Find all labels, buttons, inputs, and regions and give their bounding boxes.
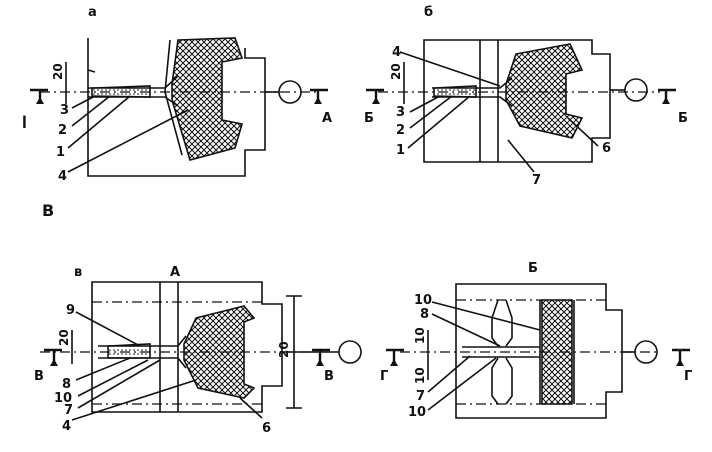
panel-a-section-label: А xyxy=(322,111,332,126)
panel-v-right-section: В xyxy=(324,369,334,384)
panel-b-dim: 20 xyxy=(389,63,403,80)
panel-b-callout-7: 7 xyxy=(532,173,541,188)
panel-b-section-label: Б xyxy=(678,111,688,126)
panel-g-callout-8: 8 xyxy=(420,307,429,322)
panel-g-left-section: Г xyxy=(380,369,388,384)
panel-b-callout-4: 4 xyxy=(392,45,401,60)
panel-v-callout-10: 10 xyxy=(54,391,72,406)
panel-v-dim-right: 20 xyxy=(277,341,291,358)
panel-b-callout-1: 1 xyxy=(396,143,405,158)
row-tag: В xyxy=(42,201,54,220)
panel-v-callout-9: 9 xyxy=(66,303,75,318)
panel-g-dim-bottom: 10 xyxy=(413,367,427,384)
panel-v-left-section: В xyxy=(34,369,44,384)
panel-g-dim-top: 10 xyxy=(413,327,427,344)
panel-v-callout-7: 7 xyxy=(64,403,73,418)
panel-g-right-section: Г xyxy=(684,369,692,384)
panel-v-callout-4: 4 xyxy=(62,419,71,434)
panel-a: а А ꟾ 20 3 2 1 4 xyxy=(22,5,332,184)
panel-a-callout-2: 2 xyxy=(58,123,67,138)
panel-v: В в А В В 20 20 9 8 10 7 4 6 xyxy=(34,201,362,436)
panel-b-callout-6: 6 xyxy=(602,141,611,156)
panel-g-callout-7: 7 xyxy=(416,389,425,404)
panel-v-callout-8: 8 xyxy=(62,377,71,392)
panel-b-left-section-label: Б xyxy=(364,111,374,126)
panel-v-dim-left: 20 xyxy=(57,329,71,346)
panel-a-callout-1: 1 xyxy=(56,145,65,160)
panel-a-left-section-label: ꟾ xyxy=(22,116,27,132)
panel-g-section-top: Б xyxy=(528,261,538,276)
panel-b-tag: б xyxy=(424,5,433,20)
panel-a-dim: 20 xyxy=(51,63,65,80)
panel-v-tag: в xyxy=(74,265,82,280)
panel-g-callout-10-bottom: 10 xyxy=(408,405,426,420)
panel-v-section-top: А xyxy=(170,265,180,280)
panel-a-callout-4: 4 xyxy=(58,169,67,184)
panel-g: Б Г Г 10 10 10 8 7 10 xyxy=(380,261,692,420)
panel-g-callout-10-top: 10 xyxy=(414,293,432,308)
panel-a-tag: а xyxy=(88,5,97,20)
panel-b: б Б Б 20 4 3 2 1 6 7 xyxy=(364,5,688,188)
panel-b-callout-2: 2 xyxy=(396,123,405,138)
panel-a-callout-3: 3 xyxy=(60,103,69,118)
panel-v-callout-6: 6 xyxy=(262,421,271,436)
panel-b-callout-3: 3 xyxy=(396,105,405,120)
